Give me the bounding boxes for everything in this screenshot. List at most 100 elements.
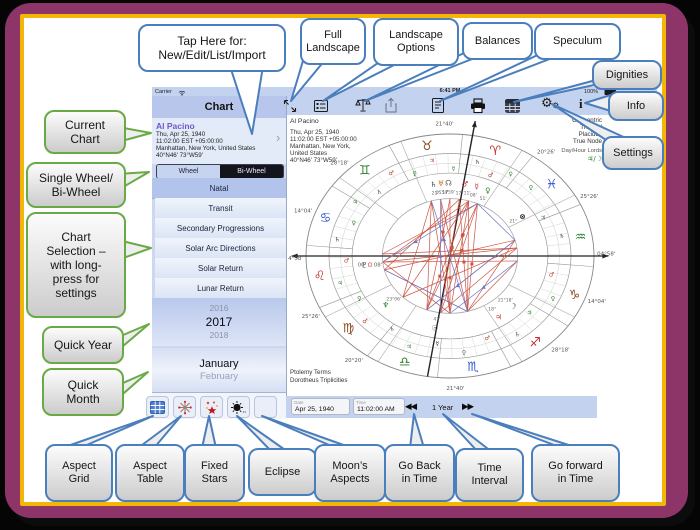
svg-text:♅: ♅	[438, 179, 445, 188]
svg-text:☿: ☿	[452, 165, 456, 172]
callout-moons-aspects: Moon’s Aspects	[314, 444, 386, 502]
svg-text:♀: ♀	[485, 186, 491, 195]
svg-text:♂: ♂	[488, 172, 493, 179]
svg-text:1759': 1759'	[442, 190, 455, 196]
astrology-chart-wheel[interactable]: ♈♉♊♋♌♍♎♏♐♑♒♓21°40'28°18'14°04'04°58'25°2…	[288, 113, 620, 399]
svg-text:♃: ♃	[337, 280, 342, 287]
eclipse-button[interactable]	[227, 396, 250, 418]
callout-time-interval: Time Interval	[455, 448, 524, 502]
zodiac-sagittarius: ♐	[529, 336, 541, 351]
segment-biwheel[interactable]: Bi-Wheel	[220, 165, 283, 178]
callout-quick-year: Quick Year	[42, 326, 124, 364]
svg-text:♃: ♃	[429, 157, 434, 164]
svg-text:21°40': 21°40'	[446, 386, 464, 392]
svg-text:♂: ♂	[344, 258, 349, 265]
svg-text:♂: ♂	[362, 318, 367, 325]
carrier-label: Carrier	[155, 88, 172, 95]
svg-text:♃: ♃	[527, 310, 532, 317]
svg-text:♄: ♄	[430, 180, 437, 189]
svg-text:☿: ☿	[474, 182, 479, 191]
wifi-icon	[178, 90, 186, 96]
svg-text:20°26': 20°26'	[537, 150, 555, 156]
day-hour-lords-value: ♃/☽	[587, 155, 602, 163]
svg-text:♂: ♂	[462, 180, 469, 189]
svg-text:☽: ☽	[510, 302, 517, 311]
zodiac-scorpio: ♏	[467, 360, 479, 375]
callout-current-chart: Current Chart	[44, 110, 126, 154]
svg-text:25°26': 25°26'	[580, 194, 598, 200]
svg-text:18°: 18°	[488, 307, 496, 313]
chart-name: Al Pacino	[156, 121, 195, 131]
svg-text:47': 47'	[433, 317, 440, 323]
terms-label: Ptolemy Terms	[290, 369, 331, 376]
svg-text:♄: ♄	[475, 159, 480, 166]
callout-settings: Settings	[602, 136, 664, 170]
chart-subject-name: Al Pacino	[290, 118, 319, 125]
svg-text:♃: ♃	[352, 199, 357, 206]
svg-text:28°18': 28°18'	[330, 160, 348, 166]
callout-balances: Balances	[462, 22, 533, 60]
zodiac-cancer: ♋	[320, 211, 332, 226]
time-field[interactable]: Time 11:02:00 AM	[353, 398, 405, 415]
zodiac-taurus: ♉	[421, 139, 433, 154]
aspect-table-button[interactable]	[173, 396, 196, 418]
time-transport-bar: Date Apr 25, 1940 Time 11:02:00 AM ◀◀ 1 …	[286, 396, 597, 418]
settings-icon[interactable]: ⚙	[541, 96, 553, 111]
callout-speculum: Speculum	[534, 23, 621, 60]
callout-single-wheel: Single Wheel/ Bi-Wheel	[26, 162, 126, 208]
time-interval-value[interactable]: 1 Year	[432, 402, 454, 412]
segment-wheel[interactable]: Wheel	[157, 165, 220, 178]
svg-text:☊: ☊	[445, 178, 452, 187]
month-picker[interactable]: January February	[152, 348, 286, 392]
selected-year: 2017	[205, 314, 233, 329]
svg-text:♂: ♂	[388, 170, 393, 177]
svg-text:♆: ♆	[382, 301, 389, 310]
callout-fixed-stars: Fixed Stars	[184, 444, 245, 502]
zodiac-libra: ♎	[399, 355, 411, 370]
battery-percent: 100%	[584, 88, 599, 95]
landscape-options-icon[interactable]	[313, 98, 329, 114]
svg-text:♀: ♀	[462, 349, 466, 356]
day-hour-lords-label: Day/Hour Lords	[561, 148, 602, 154]
svg-text:28°18': 28°18'	[551, 348, 569, 354]
callout-info: Info	[608, 91, 664, 121]
callout-landscape-options: Landscape Options	[373, 18, 459, 66]
svg-text:51': 51'	[480, 196, 487, 202]
svg-text:14°04': 14°04'	[294, 209, 312, 215]
svg-text:08': 08'	[470, 193, 477, 199]
svg-text:♀: ♀	[551, 296, 555, 303]
callout-chart-selection: Chart Selection – with long- press for s…	[26, 212, 126, 318]
callout-full-landscape: Full Landscape	[300, 18, 366, 65]
zodiac-gemini: ♊	[359, 164, 371, 179]
clock-label: 6:41 PM	[439, 88, 461, 94]
print-icon[interactable]	[469, 98, 487, 114]
fast-forward-button[interactable]: ▶▶	[462, 401, 474, 411]
callout-quick-month: Quick Month	[42, 368, 124, 416]
date-field[interactable]: Date Apr 25, 1940	[291, 398, 350, 415]
triplicities-label: Dorotheus Triplicities	[290, 377, 348, 384]
year-picker[interactable]: 2016 2017 2018	[152, 298, 286, 346]
fixed-stars-button[interactable]	[200, 396, 223, 418]
svg-text:☉: ☉	[432, 324, 439, 333]
svg-text:23°06': 23°06'	[386, 296, 401, 302]
svg-text:♄: ♄	[559, 233, 564, 240]
svg-text:21°: 21°	[432, 191, 440, 197]
callout-go-forward: Go forward in Time	[531, 444, 620, 502]
zodiac-aquarius: ♒	[575, 230, 587, 245]
svg-text:⊗: ⊗	[519, 212, 525, 221]
rewind-button[interactable]: ◀◀	[405, 401, 417, 411]
current-chart-row[interactable]: Al Pacino Thu, Apr 25, 1940 11:02:00 EST…	[152, 118, 286, 164]
full-landscape-icon[interactable]	[282, 98, 298, 114]
chevron-right-icon[interactable]: ›	[276, 130, 281, 145]
svg-text:♀: ♀	[412, 171, 416, 178]
svg-text:21°40': 21°40'	[435, 122, 453, 128]
callout-eclipse: Eclipse	[248, 448, 317, 496]
svg-text:♂: ♂	[549, 271, 554, 278]
svg-text:♄: ♄	[377, 189, 382, 196]
aspect-grid-button[interactable]	[146, 396, 169, 418]
zodiac-capricorn: ♑	[569, 288, 581, 303]
info-icon[interactable]: i	[579, 96, 583, 111]
zodiac-pisces: ♓	[546, 177, 558, 192]
share-icon[interactable]	[383, 97, 399, 114]
